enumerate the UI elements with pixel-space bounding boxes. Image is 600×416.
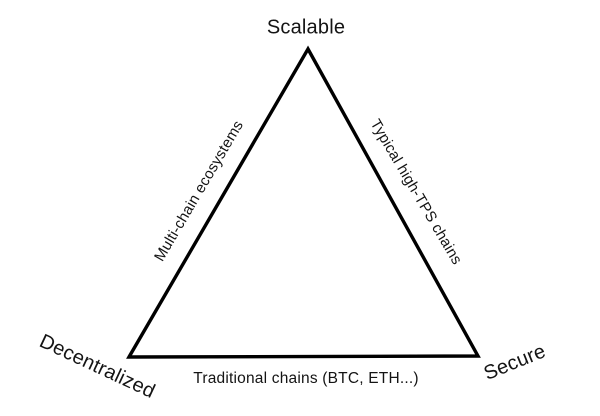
vertex-label-scalable: Scalable bbox=[266, 16, 346, 39]
edge-label-traditional-chains: Traditional chains (BTC, ETH...) bbox=[193, 370, 419, 387]
triangle-outline bbox=[126, 45, 481, 359]
